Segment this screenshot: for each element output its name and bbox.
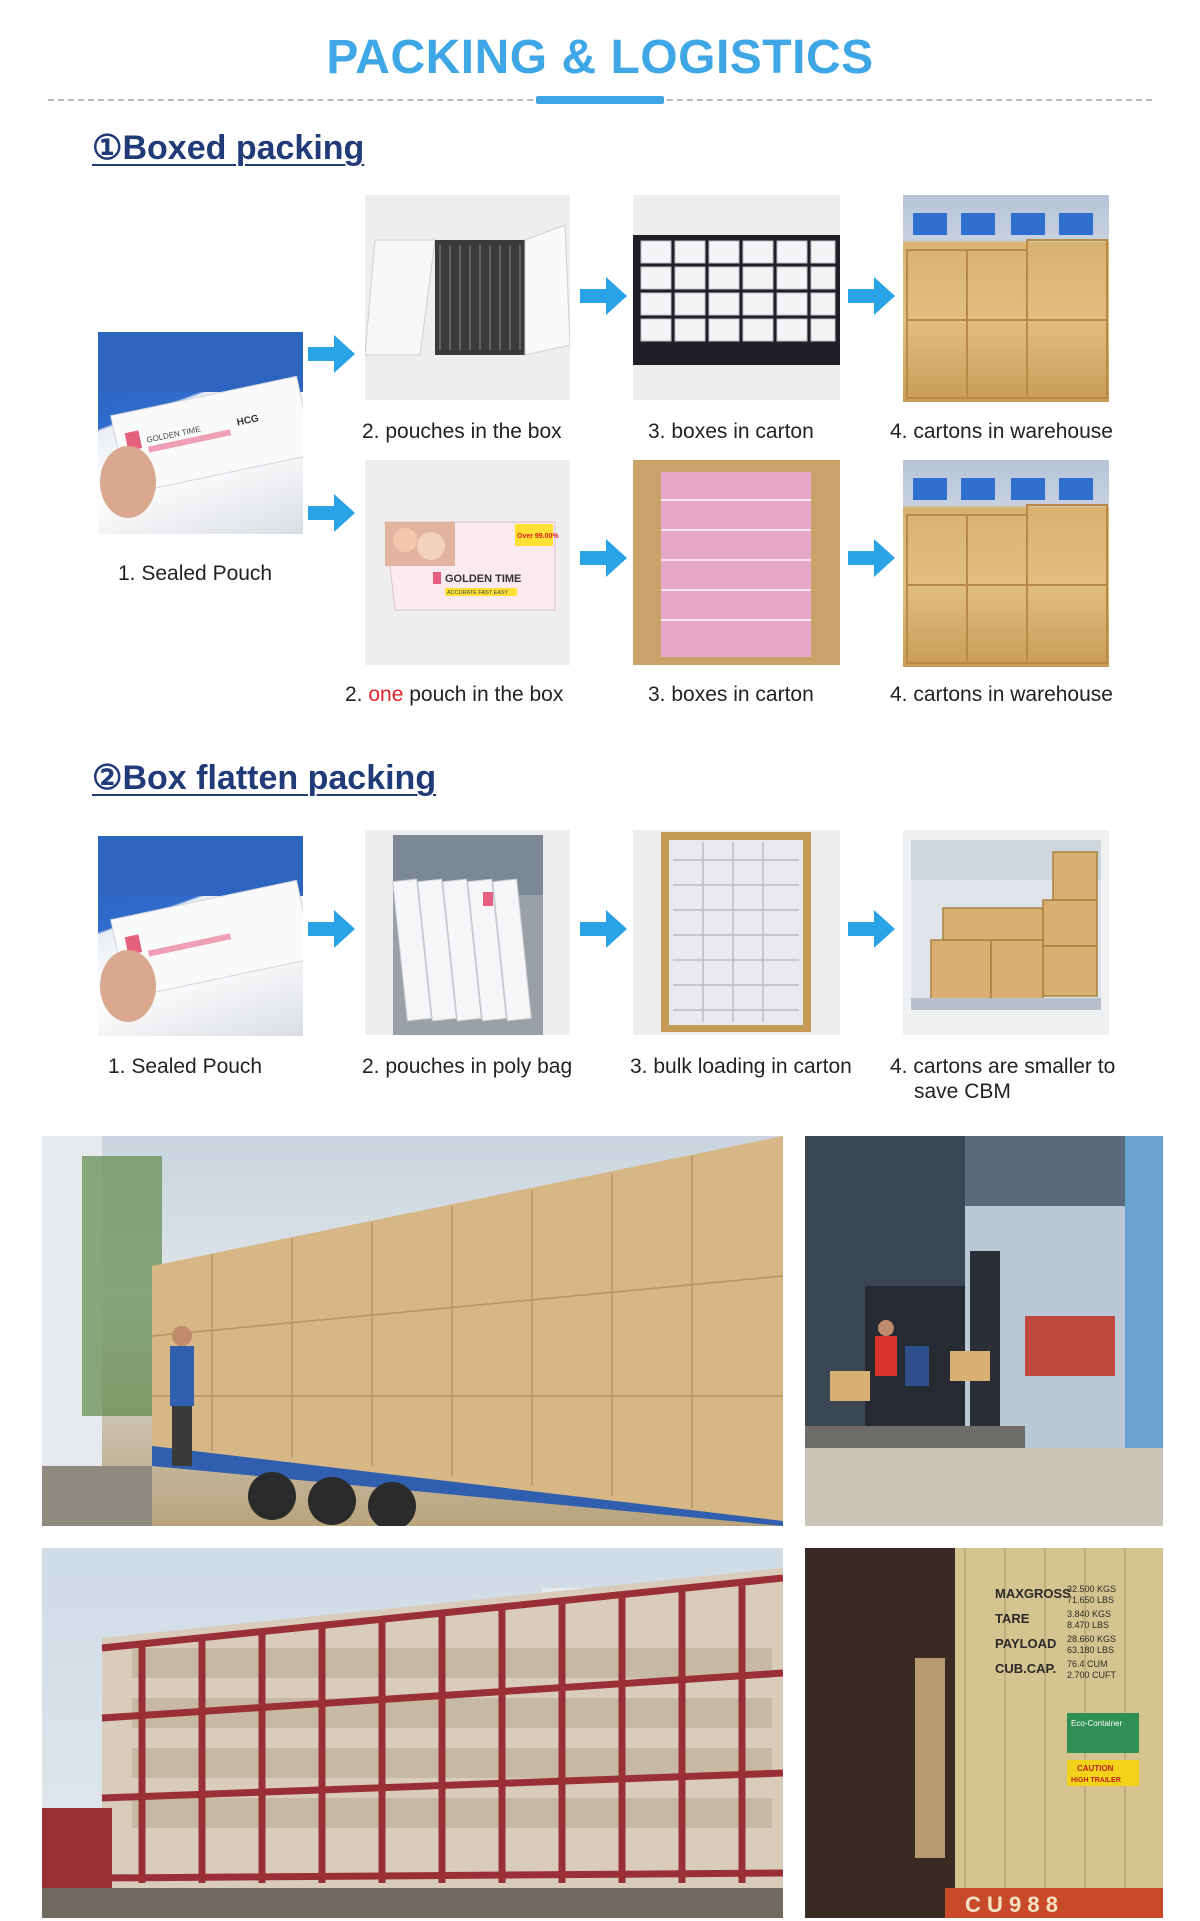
arrow-right-icon	[308, 494, 355, 532]
arrow-right-icon	[580, 539, 627, 577]
arrow-right-icon	[580, 910, 627, 948]
container-value-payload-alt: 63.180 LBS	[1067, 1645, 1114, 1655]
caption-one-pouch-in-box: 2. one pouch in the box	[345, 683, 564, 706]
container-label-tare: TARE	[995, 1611, 1030, 1626]
title-accent-bar	[536, 96, 664, 104]
pouches-in-box-photo	[365, 195, 570, 400]
arrow-right-icon	[848, 277, 895, 315]
pink-boxes-in-carton-photo	[633, 460, 840, 665]
container-door-photo: MAXGROSS TARE PAYLOAD CUB.CAP. 32.500 KG…	[805, 1548, 1163, 1918]
poly-bag-photo	[365, 830, 570, 1035]
container-value-payload: 28.660 KGS	[1067, 1634, 1116, 1644]
caption-cartons-in-warehouse: 4. cartons in warehouse	[890, 420, 1113, 443]
bulk-loading-photo	[633, 830, 840, 1035]
boxes-in-carton-photo	[633, 195, 840, 400]
container-value-cubcap: 76.4 CUM	[1067, 1659, 1108, 1669]
caption-pouches-in-box: 2. pouches in the box	[362, 420, 562, 443]
box-badge: Over 99.00%	[517, 533, 559, 540]
arrow-right-icon	[308, 335, 355, 373]
caution-label-2: HIGH TRAILER	[1071, 1777, 1121, 1784]
caption-sealed-pouch: 1. Sealed Pouch	[118, 562, 273, 585]
page-title: PACKING & LOGISTICS	[326, 31, 874, 84]
section-heading-boxed: ①Boxed packing	[92, 129, 365, 167]
cartons-in-warehouse-photo-2	[903, 460, 1109, 667]
sealed-pouch-photo-2	[98, 836, 303, 1036]
box-tagline: ACCURATE FAST EASY	[447, 590, 509, 596]
truck-cage-photo	[42, 1548, 783, 1918]
section-heading-flatten: ②Box flatten packing	[92, 759, 437, 797]
container-value-maxgross-alt: 71.650 LBS	[1067, 1595, 1114, 1605]
arrow-right-icon	[308, 910, 355, 948]
arrow-right-icon	[848, 910, 895, 948]
eco-container-label: Eco-Container	[1071, 1719, 1122, 1728]
caption-bulk-loading: 3. bulk loading in carton	[630, 1055, 852, 1078]
box-brand: GOLDEN TIME	[445, 573, 521, 585]
highlight-one: one	[368, 683, 404, 706]
sealed-pouch-photo: GOLDEN TIME HCG	[98, 332, 303, 534]
caption-smaller-cartons-2: save CBM	[914, 1080, 1011, 1103]
container-value-tare-alt: 8.470 LBS	[1067, 1620, 1109, 1630]
container-value-maxgross: 32.500 KGS	[1067, 1584, 1116, 1594]
truck-loaded-cartons-photo	[42, 1136, 783, 1526]
container-value-cubcap-alt: 2.700 CUFT	[1067, 1670, 1117, 1680]
caption-pouches-in-poly-bag: 2. pouches in poly bag	[362, 1055, 573, 1078]
container-label-maxgross: MAXGROSS	[995, 1586, 1071, 1601]
container-value-tare: 3.840 KGS	[1067, 1609, 1111, 1619]
cartons-in-warehouse-photo	[903, 195, 1109, 402]
container-code: C U 9 8 8	[965, 1892, 1058, 1917]
arrow-right-icon	[848, 539, 895, 577]
one-pouch-box-photo: Over 99.00% GOLDEN TIME ACCURATE FAST EA…	[365, 460, 570, 665]
smaller-cartons-photo	[903, 830, 1109, 1035]
caution-label-1: CAUTION	[1077, 1764, 1114, 1773]
pouch-test: HCG	[236, 413, 260, 428]
container-label-payload: PAYLOAD	[995, 1636, 1056, 1651]
caption-pink-boxes-in-carton: 3. boxes in carton	[648, 683, 814, 706]
container-loading-photo	[805, 1136, 1163, 1526]
caption-sealed-pouch-2: 1. Sealed Pouch	[108, 1055, 263, 1078]
arrow-right-icon	[580, 277, 627, 315]
caption-boxes-in-carton: 3. boxes in carton	[648, 420, 814, 443]
caption-cartons-in-warehouse-2: 4. cartons in warehouse	[890, 683, 1113, 706]
container-label-cubcap: CUB.CAP.	[995, 1661, 1056, 1676]
caption-smaller-cartons-1: 4. cartons are smaller to	[890, 1055, 1116, 1078]
